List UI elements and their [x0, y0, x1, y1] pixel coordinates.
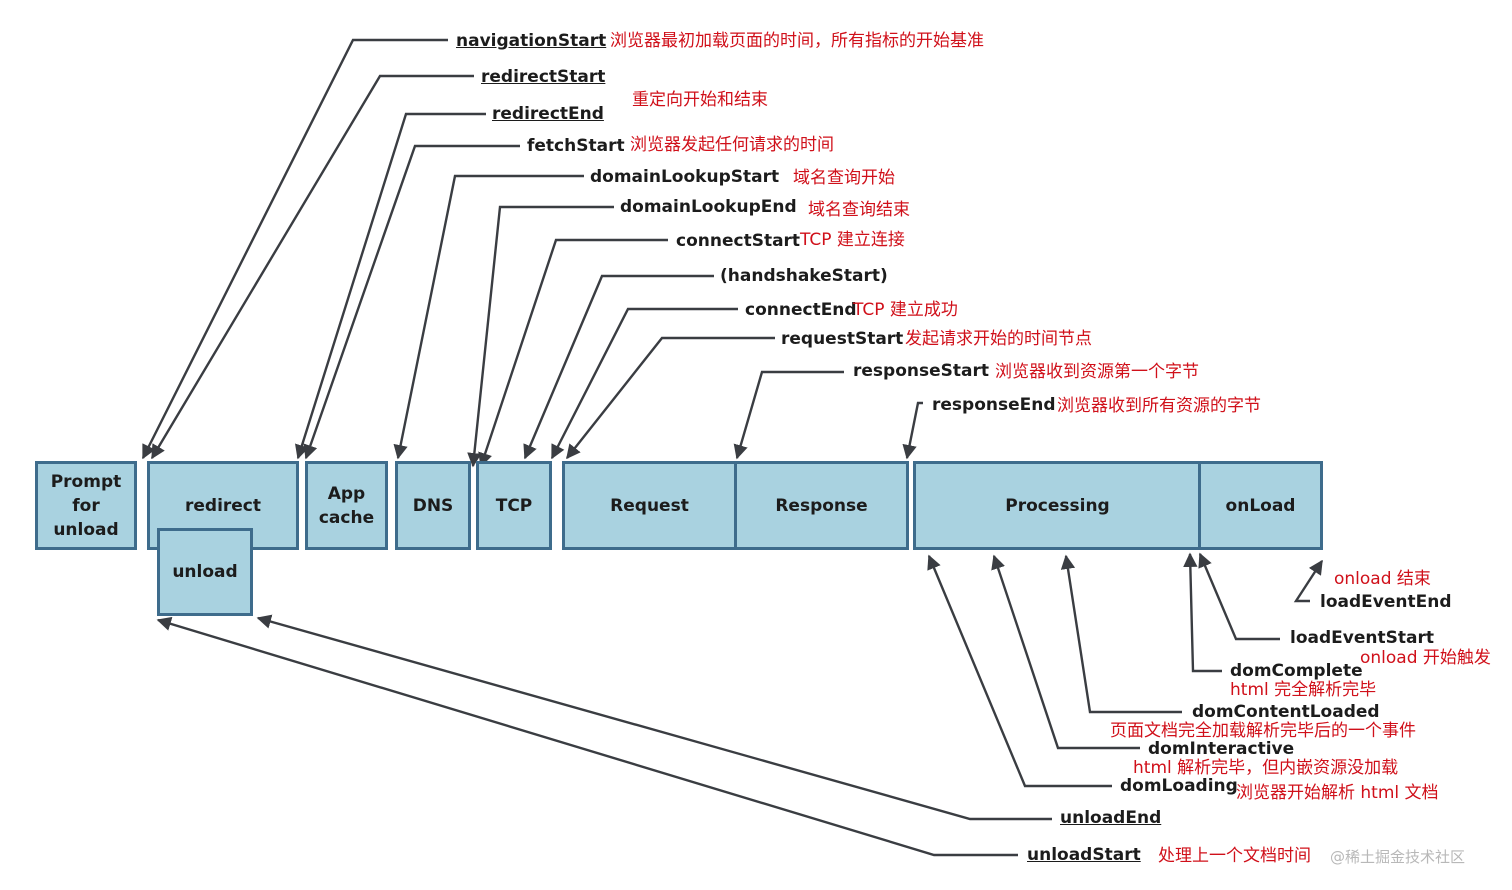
phase-processing: Processing — [913, 461, 1202, 550]
watermark: @稀土掘金技术社区 — [1330, 848, 1466, 866]
arrow-connect-start — [478, 238, 668, 468]
event-domainlookup-start: domainLookupStart — [590, 167, 780, 187]
phase-request: Request — [562, 461, 737, 550]
arrow-handshake-start — [523, 274, 714, 460]
arrow-response-end — [902, 401, 923, 460]
arrow-dom-loading — [927, 554, 1112, 788]
event-handshake-start: (handshakeStart) — [720, 266, 888, 286]
event-dom-complete: domComplete — [1230, 661, 1363, 681]
note-dom-interactive: html 解析完毕，但内嵌资源没加载 — [1133, 758, 1399, 778]
event-connect-end: connectEnd — [745, 300, 857, 320]
phase-unload: unload — [157, 528, 253, 616]
arrow-navigation-start — [141, 38, 448, 460]
arrow-unload-start — [156, 616, 1018, 857]
event-unload-start: unloadStart — [1027, 845, 1141, 865]
event-dom-content-loaded: domContentLoaded — [1192, 702, 1380, 722]
arrow-load-event-end — [1293, 559, 1324, 603]
arrow-fetch-start — [303, 144, 520, 460]
event-request-start: requestStart — [781, 329, 904, 349]
phase-app-cache: App cache — [305, 461, 388, 550]
note-domainlookup-start: 域名查询开始 — [793, 168, 895, 188]
note-dom-content-loaded: 页面文档完全加载解析完毕后的一个事件 — [1110, 721, 1416, 741]
event-dom-interactive: domInteractive — [1148, 739, 1295, 759]
event-navigation-start: navigationStart — [456, 31, 607, 51]
event-domainlookup-end: domainLookupEnd — [620, 197, 797, 217]
event-redirect-end: redirectEnd — [492, 104, 604, 124]
note-load-event-end: onload 结束 — [1334, 569, 1431, 589]
arrow-load-event-start — [1198, 552, 1280, 641]
note-request-start: 发起请求开始的时间节点 — [905, 329, 1092, 349]
arrow-dom-interactive — [991, 554, 1140, 750]
event-unload-end: unloadEnd — [1060, 808, 1162, 828]
event-load-event-start: loadEventStart — [1290, 628, 1434, 648]
arrow-dom-content-loaded — [1060, 554, 1182, 714]
arrow-redirect-end — [295, 112, 486, 460]
event-response-end: responseEnd — [932, 395, 1056, 415]
arrow-request-start — [566, 336, 775, 460]
event-dom-loading: domLoading — [1120, 776, 1238, 796]
note-response-start: 浏览器收到资源第一个字节 — [995, 362, 1199, 382]
phase-dns: DNS — [395, 461, 471, 550]
note-dom-loading: 浏览器开始解析 html 文档 — [1236, 783, 1439, 803]
note-unload-start: 处理上一个文档时间 — [1158, 846, 1311, 866]
phase-onload: onLoad — [1198, 461, 1323, 550]
arrow-unload-end — [256, 614, 1052, 821]
phase-tcp: TCP — [476, 461, 552, 550]
note-connect-end: TCP 建立成功 — [853, 300, 958, 320]
event-load-event-end: loadEventEnd — [1320, 592, 1452, 612]
arrow-response-start — [733, 370, 844, 460]
note-dom-complete: html 完全解析完毕 — [1230, 680, 1377, 700]
note-load-event-start: onload 开始触发 — [1360, 648, 1491, 668]
note-connect-start: TCP 建立连接 — [800, 230, 905, 250]
event-response-start: responseStart — [853, 361, 989, 381]
note-navigation-start: 浏览器最初加载页面的时间，所有指标的开始基准 — [610, 31, 984, 51]
note-response-end: 浏览器收到所有资源的字节 — [1057, 396, 1261, 416]
arrow-connect-end — [550, 307, 738, 460]
event-redirect-start: redirectStart — [481, 67, 606, 87]
arrow-redirect-start — [150, 74, 474, 460]
phase-prompt-for-unload: Prompt for unload — [35, 461, 137, 550]
arrow-dom-complete — [1183, 552, 1222, 673]
note-domainlookup-end: 域名查询结束 — [808, 200, 910, 220]
note-fetch-start: 浏览器发起任何请求的时间 — [630, 135, 834, 155]
arrow-domainlookup-end — [467, 205, 614, 468]
phase-response: Response — [734, 461, 909, 550]
note-redirect: 重定向开始和结束 — [632, 90, 768, 110]
event-fetch-start: fetchStart — [527, 136, 625, 156]
event-connect-start: connectStart — [676, 231, 801, 251]
arrow-domainlookup-start — [393, 174, 584, 460]
